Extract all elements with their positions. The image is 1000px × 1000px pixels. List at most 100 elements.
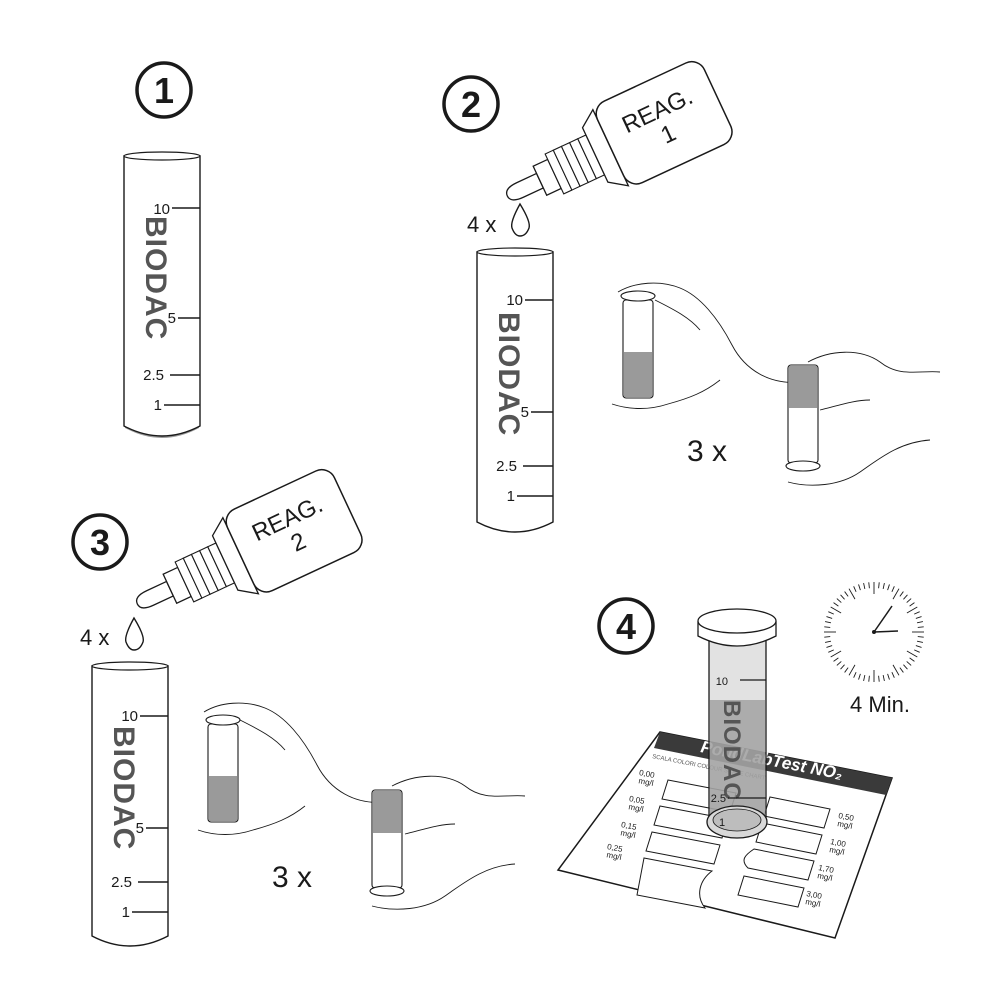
clock-tick bbox=[891, 672, 895, 678]
step-2-drops-text: 4 x bbox=[467, 212, 496, 237]
colour-unit-right-4: mg/l bbox=[805, 897, 822, 909]
clock-tick bbox=[878, 582, 880, 589]
clock-tick bbox=[848, 588, 856, 600]
clock-tick bbox=[833, 657, 839, 662]
clock-tick bbox=[826, 616, 833, 619]
clock-tick bbox=[844, 667, 849, 673]
clock-tick bbox=[903, 594, 908, 600]
clock-tick bbox=[916, 621, 924, 624]
clock-tick bbox=[826, 645, 833, 648]
clock-tick bbox=[906, 606, 918, 614]
step-4-timer-text: 4 Min. bbox=[850, 692, 910, 717]
colour-unit-right-2: mg/l bbox=[829, 845, 846, 857]
clock-tick bbox=[828, 649, 834, 653]
vial-brand-text: BIODAC bbox=[718, 700, 745, 801]
clock-tick bbox=[914, 611, 920, 615]
step-2-number-badge: 2 bbox=[442, 75, 500, 133]
vial-mark-1: 1 bbox=[719, 817, 725, 829]
clock-tick bbox=[824, 621, 832, 624]
vial-mark-10: 10 bbox=[506, 292, 523, 309]
step-3-drops-text: 4 x bbox=[80, 625, 109, 650]
clock-tick bbox=[824, 626, 831, 628]
clock-tick bbox=[891, 586, 895, 592]
clock-tick bbox=[824, 636, 831, 638]
step-2-shake-illustration: 3 x bbox=[611, 282, 941, 486]
colour-value-right-2: 1,00 bbox=[830, 837, 848, 849]
step-4-number: 4 bbox=[616, 606, 636, 647]
clock-tick bbox=[915, 616, 922, 619]
colour-unit-right-3: mg/l bbox=[817, 871, 834, 883]
reagent-bottle-1: REAG. 1 bbox=[505, 60, 733, 201]
clock-tick bbox=[909, 657, 915, 662]
colour-value-left-3: 0,15 bbox=[620, 820, 638, 832]
clock-icon bbox=[824, 582, 924, 682]
colour-unit-left-4: mg/l bbox=[606, 850, 623, 862]
vial-mark-1: 1 bbox=[507, 488, 515, 505]
hand-icon bbox=[197, 702, 386, 835]
step-2-number: 2 bbox=[461, 84, 481, 125]
vial-brand-text: BIODAC bbox=[492, 312, 525, 436]
step-4: 4 PondLabTest NO₂ SCALA COLORI COLOUR SC… bbox=[556, 582, 924, 939]
vial-mark-2-5: 2.5 bbox=[143, 367, 164, 384]
step-3-drop-icon bbox=[124, 616, 144, 651]
vial-mark-10: 10 bbox=[716, 676, 728, 688]
vial-mark-1: 1 bbox=[122, 904, 130, 921]
clock-tick bbox=[906, 650, 918, 658]
step-2-drop-icon bbox=[510, 202, 530, 237]
clock-tick bbox=[909, 602, 915, 607]
clock-tick bbox=[836, 661, 842, 666]
colour-value-right-1: 0,50 bbox=[838, 811, 856, 823]
step-3-shake-illustration: 3 x bbox=[197, 702, 526, 910]
hand-icon bbox=[611, 282, 801, 409]
vial-mark-2-5: 2.5 bbox=[496, 458, 517, 475]
clock-tick bbox=[906, 661, 912, 666]
clock-tick bbox=[830, 650, 842, 658]
step-2-vial: BIODAC 10 5 2.5 1 bbox=[476, 247, 554, 533]
vial-mark-2-5: 2.5 bbox=[711, 793, 726, 805]
colour-unit-left-3: mg/l bbox=[620, 828, 637, 840]
clock-tick bbox=[833, 602, 839, 607]
colour-unit-right-1: mg/l bbox=[837, 819, 854, 831]
step-1-number: 1 bbox=[154, 70, 174, 111]
clock-tick bbox=[868, 582, 870, 589]
colour-value-right-3: 1,70 bbox=[818, 863, 836, 875]
step-1: 1 BIODAC 10 5 2.5 1 bbox=[123, 61, 201, 438]
clock-tick bbox=[917, 636, 924, 638]
clock-tick bbox=[868, 675, 870, 682]
clock-tick bbox=[848, 664, 856, 676]
clock-tick bbox=[836, 598, 842, 603]
clock-tick bbox=[853, 586, 857, 592]
clock-tick bbox=[882, 582, 885, 590]
reagent-bottle-2: REAG. 2 bbox=[135, 468, 363, 609]
clock-tick bbox=[863, 674, 866, 682]
clock-tick bbox=[917, 626, 924, 628]
clock-tick bbox=[863, 582, 866, 590]
hand-icon bbox=[371, 775, 526, 910]
clock-tick bbox=[914, 649, 920, 653]
step-3-shake-text: 3 x bbox=[272, 861, 312, 894]
step-3-number: 3 bbox=[90, 522, 110, 563]
vial-mark-5: 5 bbox=[168, 310, 176, 327]
clock-tick bbox=[892, 588, 900, 600]
colour-value-left-4: 0,25 bbox=[606, 842, 624, 854]
clock-tick bbox=[858, 584, 861, 591]
vial-mark-2-5: 2.5 bbox=[111, 874, 132, 891]
colour-value-right-4: 3,00 bbox=[806, 889, 824, 901]
vial-brand-text: BIODAC bbox=[107, 726, 140, 850]
step-4-vial: BIODAC 10 2.5 1 bbox=[697, 608, 777, 839]
clock-tick bbox=[853, 672, 857, 678]
clock-tick bbox=[899, 591, 904, 597]
vial-mark-1: 1 bbox=[154, 397, 162, 414]
clock-tick bbox=[844, 591, 849, 597]
clock-tick bbox=[906, 598, 912, 603]
clock-tick bbox=[887, 673, 890, 680]
step-3-vial: BIODAC 10 5 2.5 1 bbox=[91, 661, 169, 947]
colour-unit-left-2: mg/l bbox=[628, 802, 645, 814]
colour-value-left-2: 0,05 bbox=[628, 794, 646, 806]
vial-mark-5: 5 bbox=[136, 820, 144, 837]
clock-tick bbox=[840, 664, 845, 670]
clock-tick bbox=[878, 675, 880, 682]
step-3-number-badge: 3 bbox=[71, 513, 129, 571]
clock-tick bbox=[892, 664, 900, 676]
clock-tick bbox=[858, 673, 861, 680]
